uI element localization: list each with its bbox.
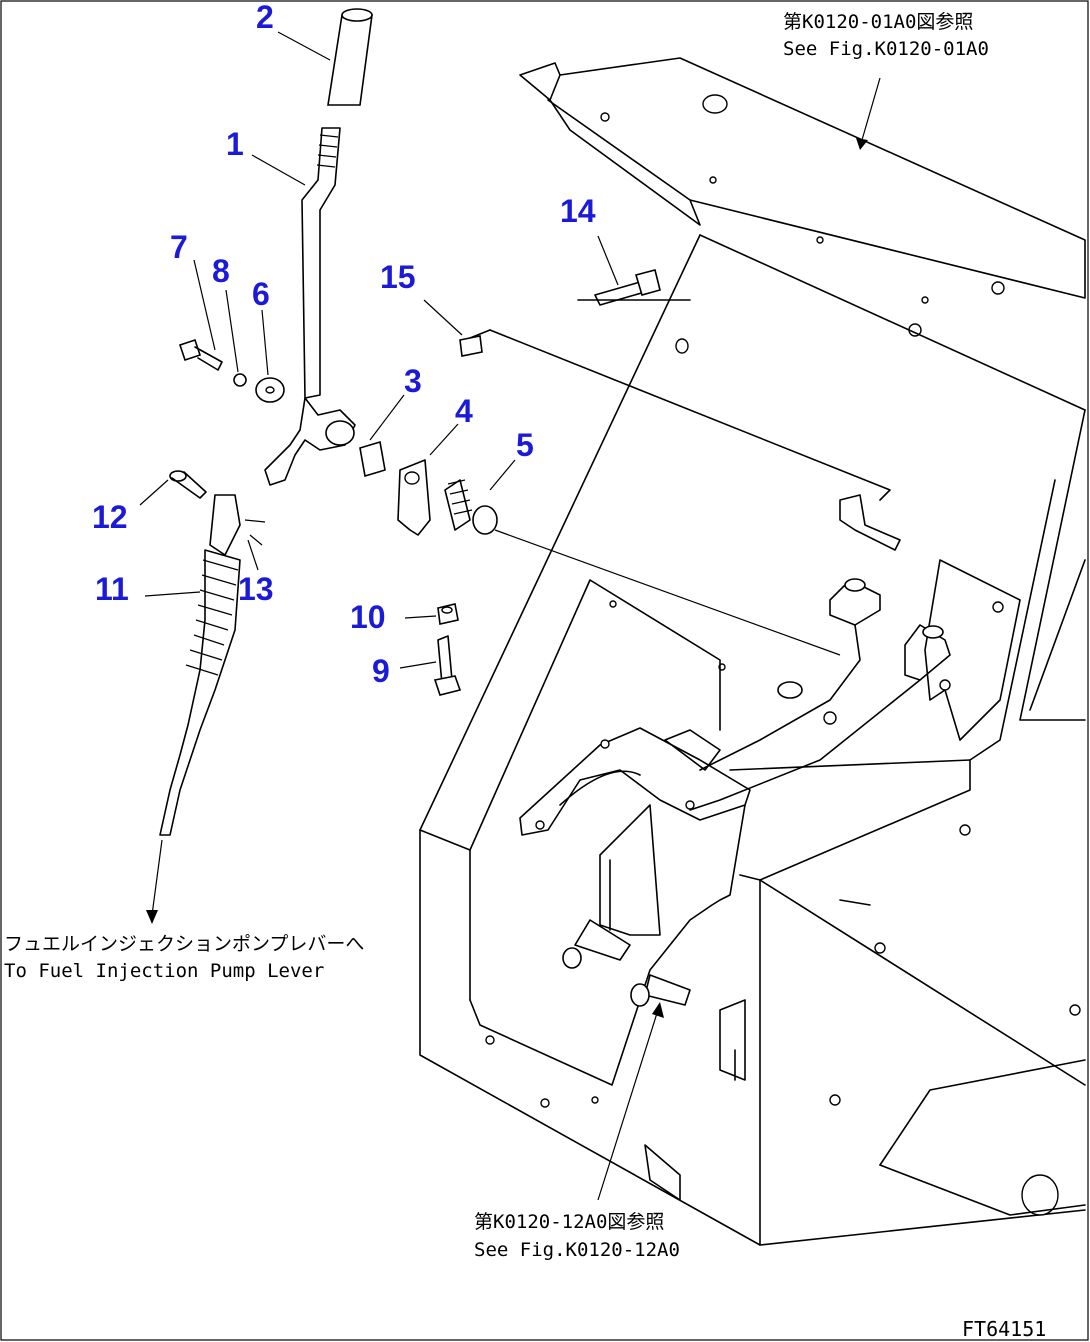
callout-4: 4 — [455, 393, 473, 429]
top-figure-ref-en: See Fig.K0120-01A0 — [783, 38, 989, 60]
callout-6: 6 — [252, 276, 270, 312]
drawing-number: FT64151 — [962, 1317, 1046, 1341]
pump-lever-note-jp: フュエルインジェクションポンプレバーへ — [4, 933, 364, 955]
callout-5: 5 — [516, 427, 534, 463]
callout-labels: 2 1 7 8 6 3 4 5 14 15 12 11 13 10 9 — [92, 0, 596, 689]
callout-14: 14 — [560, 193, 596, 229]
callout-11: 11 — [95, 571, 129, 607]
callout-3: 3 — [404, 363, 422, 399]
frame-assembly — [419, 57, 1086, 1246]
callout-1: 1 — [226, 126, 244, 162]
callout-8: 8 — [212, 253, 230, 289]
lever-assembly — [159, 8, 841, 836]
reference-notes: 第K0120-01A0図参照 See Fig.K0120-01A0 第K0120… — [4, 11, 1046, 1341]
callout-10: 10 — [350, 599, 386, 635]
callout-15: 15 — [380, 259, 416, 295]
callout-9: 9 — [372, 653, 390, 689]
callout-2: 2 — [256, 0, 274, 35]
pump-lever-note-en: To Fuel Injection Pump Lever — [4, 960, 324, 982]
callout-12: 12 — [92, 499, 128, 535]
bottom-figure-ref-jp: 第K0120-12A0図参照 — [474, 1211, 664, 1233]
leader-lines — [139, 31, 881, 1201]
callout-7: 7 — [170, 229, 188, 265]
callout-13: 13 — [238, 571, 274, 607]
bottom-figure-ref-en: See Fig.K0120-12A0 — [474, 1239, 680, 1261]
top-figure-ref-jp: 第K0120-01A0図参照 — [783, 11, 973, 33]
knob-part — [327, 14, 373, 106]
